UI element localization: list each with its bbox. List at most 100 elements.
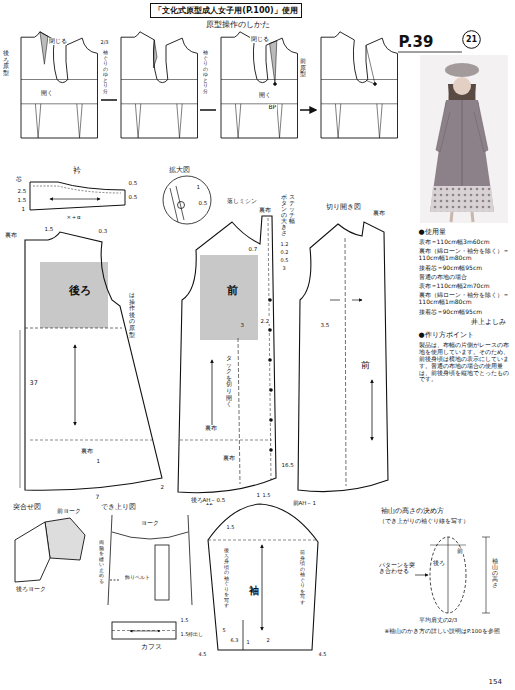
pattern-label: ●作り方ポイント [418, 331, 474, 339]
pattern-line [269, 388, 273, 392]
pattern-line [155, 545, 169, 600]
pattern-label: 1.5 [226, 525, 235, 531]
pattern-line [269, 448, 273, 452]
pattern-line [221, 32, 298, 138]
pattern-line [268, 218, 271, 480]
pattern-label: 1.5 [262, 493, 271, 499]
pattern-label: 表布＝110cm幅3m60cm [418, 239, 490, 246]
pattern-label: 3.5 [320, 322, 330, 328]
pattern-label: 4.5 [318, 652, 327, 658]
pattern-line [268, 358, 272, 362]
pattern-label: 前原型 [300, 58, 306, 78]
pattern-line [330, 300, 362, 301]
pattern-line [430, 100, 494, 212]
pattern-label: 裏布 [372, 210, 385, 216]
pattern-label: 1.5持出し [180, 632, 204, 638]
pattern-label: P.39 [398, 34, 434, 51]
pattern-line [270, 41, 277, 84]
pattern-label: 16.5 [281, 462, 294, 468]
pattern-label: 前 [360, 360, 370, 370]
pattern-label: 開く [258, 92, 271, 99]
pattern-label: 両脇を縫い止める [99, 540, 104, 584]
cuff-piece [112, 622, 176, 639]
pattern-label: 後ろ [68, 285, 91, 298]
pattern-line [238, 338, 240, 484]
pattern-line [121, 32, 198, 138]
pattern-label: 閉じる [48, 38, 67, 45]
pattern-line [21, 32, 98, 138]
pattern-label: 前ヨーク [56, 508, 81, 514]
finished-view [108, 515, 192, 605]
pattern-label: 裏布 [4, 232, 17, 239]
butt-join-yokes [15, 518, 85, 582]
pattern-label: ●使用量 [418, 228, 446, 236]
pattern-label: 3 [240, 322, 245, 328]
heading-rule [398, 52, 462, 53]
pattern-line [25, 328, 122, 329]
pattern-label: 裏布（綿ローン・袖分を除く）＝110cm幅1m80cm [418, 248, 511, 262]
pattern-label: 平均肩丈の2/3 [418, 617, 458, 623]
pattern-label: 袖山の高さの決め方 [380, 508, 444, 515]
pattern-line [208, 504, 318, 650]
pattern-label: 0.5 [128, 180, 138, 186]
pattern-line [33, 186, 121, 193]
pattern-label: 1.5 [17, 197, 27, 203]
cap-height-method [415, 537, 490, 613]
model-photo [420, 55, 508, 223]
pattern-label: 拡大図 [168, 166, 190, 174]
pattern-label: 0.5 [128, 194, 138, 200]
sleeve-piece [208, 504, 318, 650]
pattern-label: 1.2 [280, 242, 289, 248]
pattern-line [415, 575, 428, 576]
pattern-line [40, 32, 48, 64]
pattern-line [112, 532, 188, 539]
node-outline-shape [151, 4, 302, 18]
pattern-line [163, 176, 211, 224]
pattern-line [40, 262, 108, 328]
pattern-label: は操作後の原型 [129, 292, 135, 338]
pattern-line [448, 537, 449, 613]
pattern-line [30, 440, 152, 441]
pattern-line [269, 418, 273, 422]
pattern-line [274, 83, 277, 86]
pattern-line [430, 186, 494, 212]
pattern-line [372, 380, 373, 440]
pattern-label: ボタンの大きさ [281, 194, 287, 236]
pattern-label: 袖ぐりのゆとり分 [103, 50, 108, 94]
pattern-line [374, 83, 377, 86]
pattern-label: 154 [488, 678, 502, 686]
pattern-line [25, 232, 162, 490]
pattern-line [398, 52, 462, 53]
pattern-label: 1.5 [180, 618, 189, 624]
pattern-label: 前 [456, 548, 463, 555]
pattern-label: 後ろ原型 [3, 50, 9, 76]
pattern-label: 後ろヨーク [15, 586, 46, 592]
pattern-label: 2 [266, 638, 270, 644]
pattern-line [130, 631, 160, 632]
pattern-label: 0.7 [248, 246, 258, 252]
pattern-label: 芯 [15, 176, 22, 183]
pattern-label: 切り開き図 [325, 203, 361, 211]
pattern-label: 2.2 [260, 318, 270, 324]
pattern-label: 後ろAH－0.5 [190, 497, 226, 503]
pattern-line [15, 522, 50, 582]
pattern-label: ステッチ幅 [289, 194, 295, 224]
pattern-line [268, 328, 272, 332]
pattern-line [298, 222, 388, 492]
page-number-circle: 21 [462, 30, 481, 49]
pattern-label: 0.5 [198, 200, 208, 206]
pattern-label: ※袖山のかき方の詳しい説明はP.100を参照 [384, 628, 503, 634]
pattern-line [112, 622, 176, 639]
pattern-label: 0.5 [280, 258, 289, 264]
pattern-label: 普通の布地の場合 [418, 274, 467, 281]
pattern-label: 1 [246, 640, 250, 646]
pattern-line [262, 545, 263, 630]
pattern-label: 突合せ図 [12, 503, 41, 511]
pattern-label: 接着芯＝90cm幅95cm [418, 309, 483, 316]
pattern-label: 袖山の高さ [492, 558, 498, 588]
pattern-label: 飾りベルト [124, 575, 150, 581]
node-text: 21 [466, 35, 477, 44]
pattern-label: 表布＝110cm幅2m70cm [418, 283, 490, 290]
pattern-line [112, 630, 176, 631]
pattern-label: 2/3 [100, 40, 109, 46]
